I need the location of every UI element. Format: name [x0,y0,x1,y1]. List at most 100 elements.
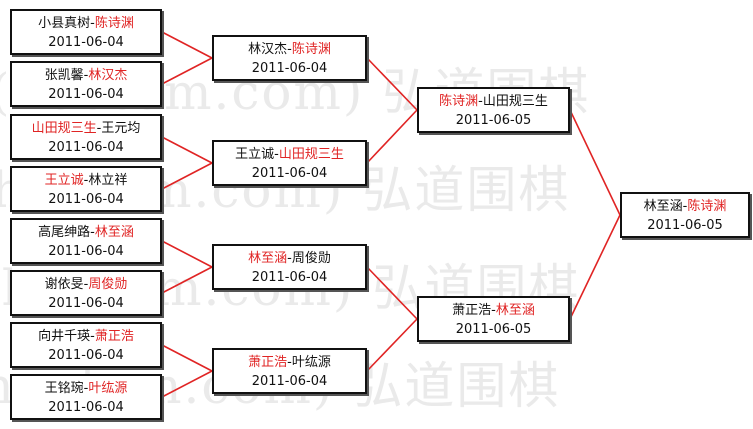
separator: - [83,68,89,83]
separator: - [682,199,688,214]
match-players: 王铭琬-叶纮源 [12,379,160,398]
player-name: 高尾绅路 [38,225,91,240]
match-box: 萧正浩-林至涵 2011-06-05 [417,296,570,342]
connector-line [366,318,418,372]
separator: - [90,16,95,31]
separator: - [96,121,102,136]
match-box: 王立诚-林立祥 2011-06-04 [10,166,162,212]
separator: - [83,173,89,188]
match-players: 林至涵-陈诗渊 [622,197,748,216]
match-date: 2011-06-04 [48,35,124,50]
player-name: 王元均 [101,121,141,136]
player-name: 林汉杰 [248,42,288,57]
connector-line [161,162,213,190]
player-name: 山田规三生 [278,147,344,162]
separator: - [287,42,292,57]
player-name: 陈诗渊 [687,199,727,214]
player-name: 山田规三生 [482,94,548,109]
player-name: 向井千瑛 [38,329,91,344]
player-name: 小县真树 [38,16,91,31]
player-name: 谢依旻 [44,277,84,292]
player-name: 萧正浩 [94,329,134,344]
match-players: 林至涵-周俊勋 [214,249,365,268]
match-box: 林至涵-陈诗渊 2011-06-05 [620,192,750,238]
connector-line [161,136,213,164]
match-players: 高尾绅路-林至涵 [12,223,160,242]
player-name: 叶纮源 [291,355,331,370]
connector-line [569,214,621,320]
separator: - [287,251,292,266]
match-date: 2011-06-04 [251,270,328,285]
connector-line [161,240,213,268]
connector-line [366,109,418,164]
connector-line [161,31,213,59]
match-players: 小县真树-陈诗渊 [12,14,160,33]
separator: - [83,277,89,292]
match-date: 2011-06-04 [251,166,328,181]
match-players: 萧正浩-林至涵 [419,301,568,320]
match-box: 林至涵-周俊勋 2011-06-04 [212,244,367,290]
connector-line [569,109,621,216]
match-players: 谢依旻-周俊勋 [12,275,160,294]
match-box: 向井千瑛-萧正浩 2011-06-04 [10,322,162,368]
match-box: 山田规三生-王元均 2011-06-04 [10,114,162,160]
match-date: 2011-06-04 [48,87,124,102]
player-name: 山田规三生 [31,121,97,136]
match-players: 山田规三生-王元均 [12,119,160,138]
separator: - [90,329,95,344]
connector-line [161,266,213,294]
match-box: 张凯馨-林汉杰 2011-06-04 [10,61,162,107]
player-name: 周俊勋 [88,277,128,292]
connector-line [161,344,213,372]
player-name: 王立诚 [235,147,275,162]
player-name: 陈诗渊 [439,94,479,109]
separator: - [491,303,496,318]
player-name: 陈诗渊 [94,16,134,31]
match-date: 2011-06-04 [251,374,328,389]
match-date: 2011-06-05 [455,322,532,337]
player-name: 林至涵 [643,199,683,214]
match-box: 小县真树-陈诗渊 2011-06-04 [10,9,162,55]
player-name: 叶纮源 [88,381,128,396]
match-date: 2011-06-04 [48,348,124,363]
match-date: 2011-06-04 [251,61,328,76]
match-date: 2011-06-04 [48,400,124,415]
separator: - [478,94,483,109]
player-name: 萧正浩 [452,303,492,318]
match-players: 萧正浩-叶纮源 [214,353,365,372]
player-name: 林汉杰 [88,68,128,83]
player-name: 林立祥 [88,173,128,188]
match-box: 高尾绅路-林至涵 2011-06-04 [10,218,162,264]
match-players: 王立诚-林立祥 [12,171,160,190]
match-box: 萧正浩-叶纮源 2011-06-04 [212,348,367,394]
player-name: 萧正浩 [248,355,288,370]
separator: - [274,147,279,162]
connector-line [366,266,418,320]
player-name: 周俊勋 [291,251,331,266]
match-date: 2011-06-04 [48,244,124,259]
player-name: 林至涵 [495,303,535,318]
connector-line [366,57,418,111]
player-name: 王立诚 [44,173,84,188]
match-box: 陈诗渊-山田规三生 2011-06-05 [417,87,570,133]
player-name: 王铭琬 [44,381,84,396]
connector-line [161,57,213,85]
match-date: 2011-06-05 [455,113,532,128]
match-box: 林汉杰-陈诗渊 2011-06-04 [212,35,367,81]
connector-line [161,370,213,398]
match-box: 王铭琬-叶纮源 2011-06-04 [10,374,162,420]
match-date: 2011-06-05 [647,218,723,233]
match-players: 张凯馨-林汉杰 [12,66,160,85]
player-name: 张凯馨 [44,68,84,83]
match-players: 向井千瑛-萧正浩 [12,327,160,346]
match-players: 陈诗渊-山田规三生 [419,92,568,111]
player-name: 林至涵 [94,225,134,240]
match-players: 王立诚-山田规三生 [214,145,365,164]
separator: - [83,381,89,396]
separator: - [287,355,292,370]
player-name: 林至涵 [248,251,288,266]
match-date: 2011-06-04 [48,192,124,207]
match-date: 2011-06-04 [48,140,124,155]
player-name: 陈诗渊 [291,42,331,57]
